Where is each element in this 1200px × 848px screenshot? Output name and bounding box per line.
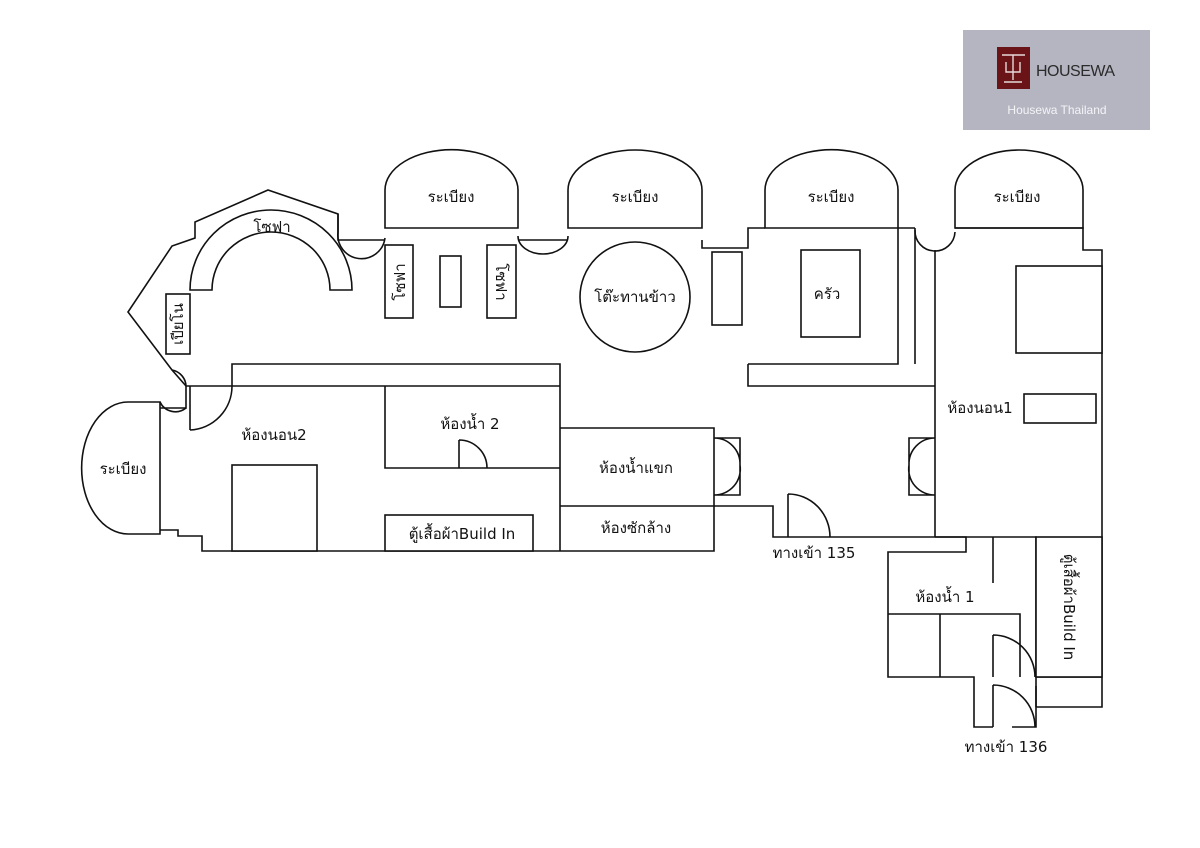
bay-window-1 [384, 148, 519, 229]
bay-window-3 [764, 148, 899, 229]
coffee-table [439, 255, 462, 308]
label-wardrobe-left: ตู้เสื้อผ้าBuild In [409, 523, 516, 543]
door-bathroom1 [992, 634, 1036, 678]
sofa-left [384, 244, 414, 319]
door-guest-bathroom [713, 437, 742, 496]
label-sofa-left: โซฟา [391, 263, 409, 300]
label-kitchen: ครัว [814, 285, 841, 303]
label-entrance-136: ทางเข้า 136 [965, 738, 1048, 756]
furniture [165, 209, 1103, 678]
bed-bedroom2 [231, 464, 318, 552]
room-labels: ระเบียง ระเบียง ระเบียง ระเบียง ระเบียง … [100, 188, 1080, 756]
sofa-right [486, 244, 517, 319]
wardrobe-right [1035, 536, 1103, 678]
label-entrance-135: ทางเข้า 135 [773, 544, 856, 562]
label-piano: เปียโน [169, 303, 187, 345]
brand-subtitle: Housewa Thailand [1007, 103, 1106, 117]
housewa-logo-icon [997, 47, 1030, 89]
balconies [80, 148, 1084, 535]
bay-window-4 [954, 149, 1084, 229]
label-wardrobe-right: ตู้เสื้อผ้าBuild In [1060, 554, 1080, 661]
bed-bedroom1 [1015, 265, 1103, 354]
sideboard [711, 251, 743, 326]
brand-box: HOUSEWA Housewa Thailand [963, 30, 1150, 130]
label-guest-bathroom: ห้องน้ำแขก [599, 457, 673, 477]
tv-console-bedroom1 [1023, 393, 1097, 424]
doors [189, 385, 1036, 728]
door-entrance-136 [992, 684, 1036, 728]
bay-window-2 [567, 149, 703, 229]
label-bay-3: ระเบียง [808, 188, 855, 206]
label-laundry: ห้องซักล้าง [601, 519, 671, 537]
label-bay-1: ระเบียง [428, 188, 475, 206]
label-curved-sofa: โซฟา [253, 218, 290, 236]
label-bay-4: ระเบียง [994, 188, 1041, 206]
door-bedroom1 [907, 437, 936, 496]
door-entrance-135 [787, 493, 831, 538]
label-bathroom2: ห้องน้ำ 2 [440, 413, 499, 433]
brand-title: HOUSEWA [1036, 63, 1115, 80]
brand-background [963, 30, 1150, 130]
label-dining-table: โต๊ะทานข้าว [594, 288, 676, 306]
wardrobe-left [384, 514, 534, 552]
label-bedroom1: ห้องนอน1 [947, 399, 1012, 417]
kitchen-island [800, 249, 861, 338]
label-balcony-left: ระเบียง [100, 460, 147, 478]
door-bathroom2 [458, 439, 488, 469]
door-bedroom2 [189, 385, 233, 431]
label-bedroom2: ห้องนอน2 [241, 426, 306, 444]
label-bathroom1: ห้องน้ำ 1 [915, 586, 974, 606]
dining-table [579, 241, 691, 353]
label-sofa-right: โซฟา [492, 263, 510, 300]
label-bay-2: ระเบียง [612, 188, 659, 206]
balcony-left [80, 401, 161, 535]
curved-sofa [189, 209, 353, 291]
piano [165, 293, 191, 355]
